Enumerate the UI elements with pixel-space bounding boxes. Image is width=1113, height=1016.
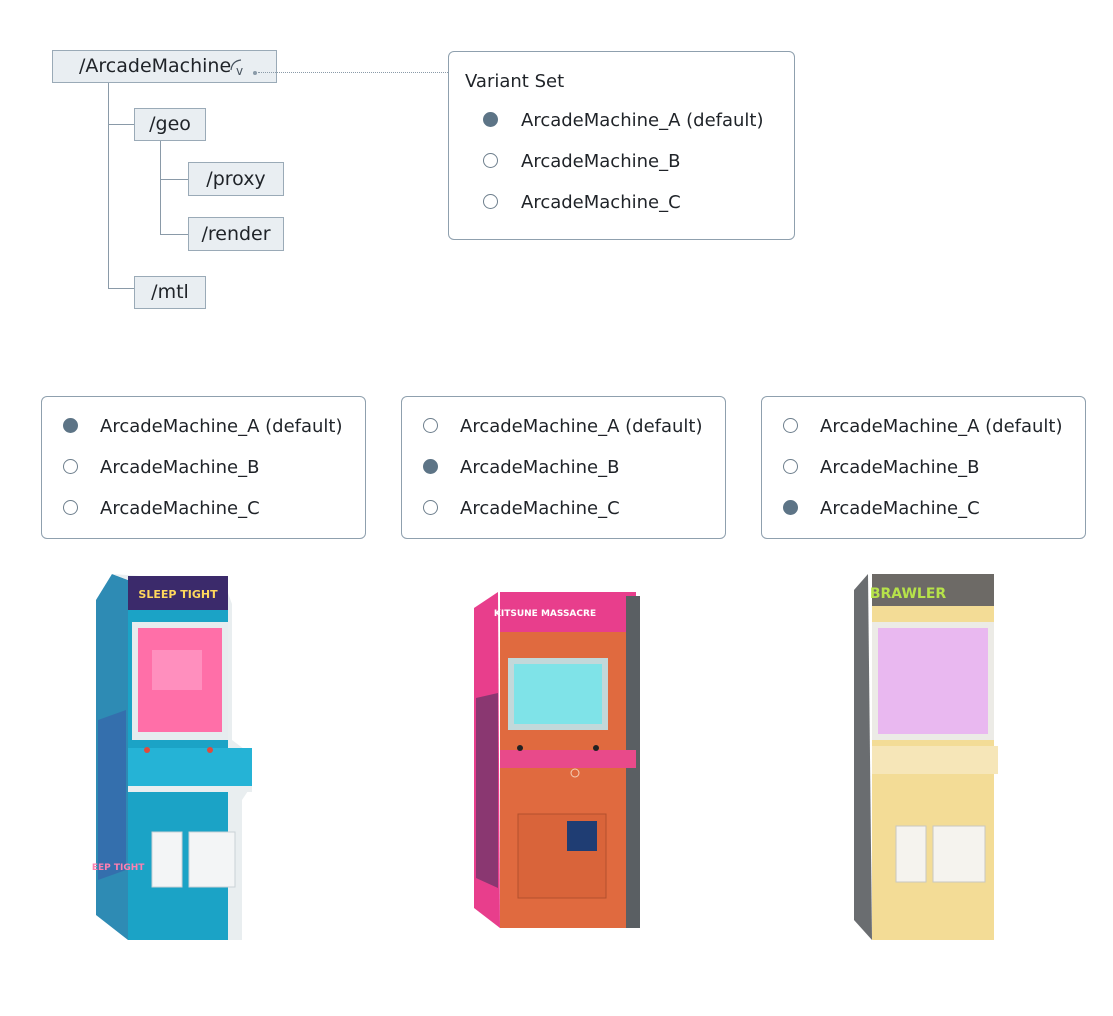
variant-option[interactable]: ArcadeMachine_A (default) (762, 413, 1082, 439)
variant-option-label: ArcadeMachine_A (default) (820, 416, 1063, 437)
marquee (500, 592, 636, 632)
variant-option-label: ArcadeMachine_C (521, 192, 681, 213)
radio-button[interactable] (423, 418, 438, 433)
radio-button[interactable] (63, 500, 78, 515)
variant-option-label: ArcadeMachine_C (820, 498, 980, 519)
variant-option-label: ArcadeMachine_B (820, 457, 980, 478)
variant-option[interactable]: ArcadeMachine_C (42, 495, 362, 521)
tree-connector (108, 124, 134, 125)
variant-option[interactable]: ArcadeMachine_C (762, 495, 1082, 521)
tree-connector (160, 141, 161, 234)
variant-option-label: ArcadeMachine_C (460, 498, 620, 519)
screen-detail (152, 650, 202, 690)
radio-button[interactable] (783, 418, 798, 433)
node-geo[interactable]: /geo (134, 108, 206, 141)
radio-button[interactable] (483, 153, 498, 168)
variant-b-panel: ArcadeMachine_A (default) ArcadeMachine_… (401, 396, 726, 539)
screen (514, 664, 602, 724)
joystick (517, 745, 523, 751)
tree-connector (108, 83, 109, 288)
node-mtl-label: /mtl (151, 281, 189, 303)
marquee-text: SLEEP TIGHT (138, 588, 218, 601)
variant-option-label: ArcadeMachine_A (default) (460, 416, 703, 437)
cabinet-side-art (98, 710, 126, 880)
side-text: SLEEP TIGHT (92, 863, 145, 873)
marquee (128, 576, 228, 610)
tree-connector (108, 288, 134, 289)
joystick (593, 745, 599, 751)
joystick (144, 747, 150, 753)
coin-door (895, 825, 927, 883)
variant-option[interactable]: ArcadeMachine_C (449, 189, 789, 215)
node-render[interactable]: /render (188, 217, 284, 251)
arcade-machine-b-image: KITSUNE MASSACRE (474, 592, 640, 928)
variant-option-label: ArcadeMachine_A (default) (100, 416, 343, 437)
tree-connector (160, 179, 188, 180)
node-proxy-label: /proxy (206, 167, 266, 190)
variant-c-panel: ArcadeMachine_A (default) ArcadeMachine_… (761, 396, 1086, 539)
variant-option[interactable]: ArcadeMachine_B (449, 148, 789, 174)
control-panel (872, 746, 998, 774)
radio-button[interactable] (423, 500, 438, 515)
variant-option[interactable]: ArcadeMachine_C (402, 495, 722, 521)
node-arcade-machine-label: /ArcadeMachine (79, 55, 232, 77)
variant-option-label: ArcadeMachine_C (100, 498, 260, 519)
radio-button[interactable] (483, 112, 498, 127)
variant-icon: v (236, 64, 244, 78)
variant-option-label: ArcadeMachine_B (521, 151, 681, 172)
variant-option-label: ArcadeMachine_B (460, 457, 620, 478)
variant-option[interactable]: ArcadeMachine_B (402, 454, 722, 480)
coin-door (151, 831, 183, 888)
radio-button[interactable] (783, 459, 798, 474)
node-geo-label: /geo (149, 113, 191, 135)
radio-button[interactable] (423, 459, 438, 474)
arcade-machine-c-image: BRAWLER (854, 574, 998, 940)
cabinet-side (854, 574, 872, 940)
screen (878, 628, 988, 734)
variant-option[interactable]: ArcadeMachine_B (762, 454, 1082, 480)
control-panel (500, 750, 636, 768)
vr-logo (567, 821, 597, 851)
coin-door (188, 831, 236, 888)
coin-door (932, 825, 986, 883)
variant-arc-icon (230, 59, 242, 71)
radio-button[interactable] (783, 500, 798, 515)
control-panel (128, 748, 252, 788)
cabinet-side-art (476, 693, 498, 888)
node-proxy[interactable]: /proxy (188, 162, 284, 196)
start-button (570, 768, 580, 778)
radio-button[interactable] (63, 459, 78, 474)
variant-set-panel: Variant Set ArcadeMachine_A (default) Ar… (448, 51, 795, 240)
variant-option[interactable]: ArcadeMachine_A (default) (449, 107, 789, 133)
joystick (207, 747, 213, 753)
node-render-label: /render (201, 222, 271, 245)
arcade-machine-a-image: SLEEP TIGHT SLEEP TIGHT (92, 574, 252, 940)
variant-connector-dot (253, 71, 257, 75)
variant-option-label: ArcadeMachine_A (default) (521, 110, 764, 131)
variant-option-label: ArcadeMachine_B (100, 457, 260, 478)
variant-connector (258, 72, 448, 73)
marquee-text: BRAWLER (870, 586, 947, 602)
control-panel-edge (128, 786, 252, 792)
variant-set-title: Variant Set (465, 71, 565, 92)
node-arcade-machine[interactable]: /ArcadeMachine (52, 50, 277, 83)
variant-option[interactable]: ArcadeMachine_B (42, 454, 362, 480)
variant-option[interactable]: ArcadeMachine_A (default) (402, 413, 722, 439)
variant-a-panel: ArcadeMachine_A (default) ArcadeMachine_… (41, 396, 366, 539)
tree-connector (160, 234, 188, 235)
marquee-text: KITSUNE MASSACRE (494, 609, 596, 619)
variant-option[interactable]: ArcadeMachine_A (default) (42, 413, 362, 439)
radio-button[interactable] (63, 418, 78, 433)
radio-button[interactable] (483, 194, 498, 209)
marquee (872, 574, 994, 606)
node-mtl[interactable]: /mtl (134, 276, 206, 309)
